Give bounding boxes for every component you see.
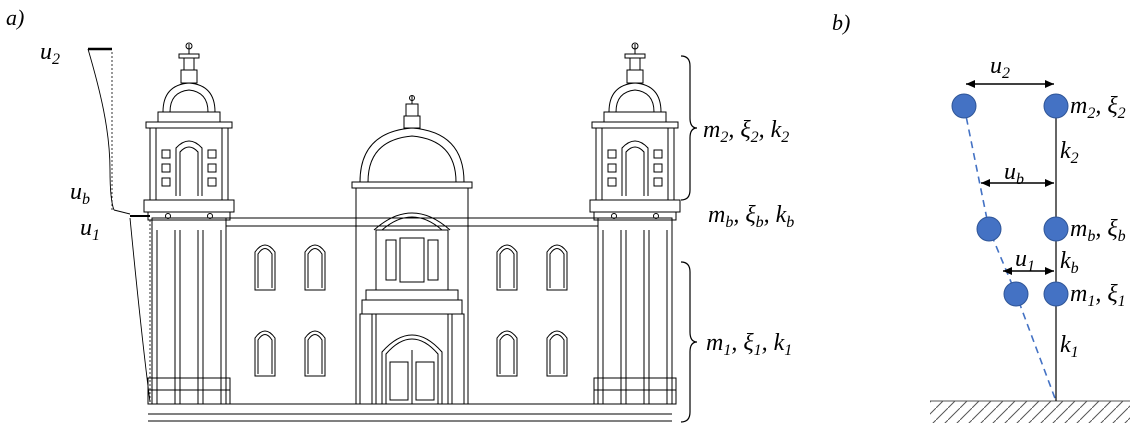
- ub-level-mark: [113, 209, 131, 215]
- mass-m1: [1043, 281, 1069, 307]
- body-deformed-shape: [129, 217, 151, 403]
- nave-windows: [254, 244, 568, 377]
- model-m2-label: m2, ξ2: [1070, 93, 1126, 122]
- tower-deformed-shape: [87, 48, 115, 211]
- ground-support: [930, 400, 1130, 423]
- facade-u1-label: u1: [80, 215, 100, 244]
- model-ub-label: ub: [1004, 159, 1024, 188]
- facade-u2-label: u2: [40, 39, 60, 68]
- tower-params-label: m2, ξ2, k2: [703, 117, 789, 146]
- model-kb-label: kb: [1060, 248, 1079, 277]
- mass-mb-displaced: [976, 216, 1002, 242]
- mass-m1-displaced: [1003, 281, 1029, 307]
- mass-m2-displaced: [951, 93, 977, 119]
- base-params-label: mb, ξb, kb: [708, 202, 794, 231]
- model-m1-label: m1, ξ1: [1070, 281, 1126, 310]
- panel-a-label: a): [6, 5, 24, 30]
- left-tower: [143, 42, 235, 405]
- mass-m2: [1043, 93, 1069, 119]
- church-facade: [143, 42, 681, 422]
- body-brace: [680, 261, 698, 423]
- facade-ub-label: ub: [70, 179, 90, 208]
- tower-brace: [680, 55, 698, 201]
- body-params-label: m1, ξ1, k1: [706, 330, 792, 359]
- right-tower: [589, 42, 681, 405]
- model-k2-label: k2: [1060, 138, 1079, 167]
- model-mb-label: mb, ξb: [1070, 216, 1126, 245]
- model-u2-label: u2: [990, 53, 1010, 82]
- central-portal: [351, 95, 473, 405]
- deformed-shape-line: [963, 105, 1057, 402]
- displacement-profile: [87, 47, 151, 403]
- model-k1-label: k1: [1060, 332, 1079, 361]
- panel-b-label: b): [832, 10, 850, 35]
- model-u1-label: u1: [1015, 246, 1035, 275]
- mass-mb: [1043, 216, 1069, 242]
